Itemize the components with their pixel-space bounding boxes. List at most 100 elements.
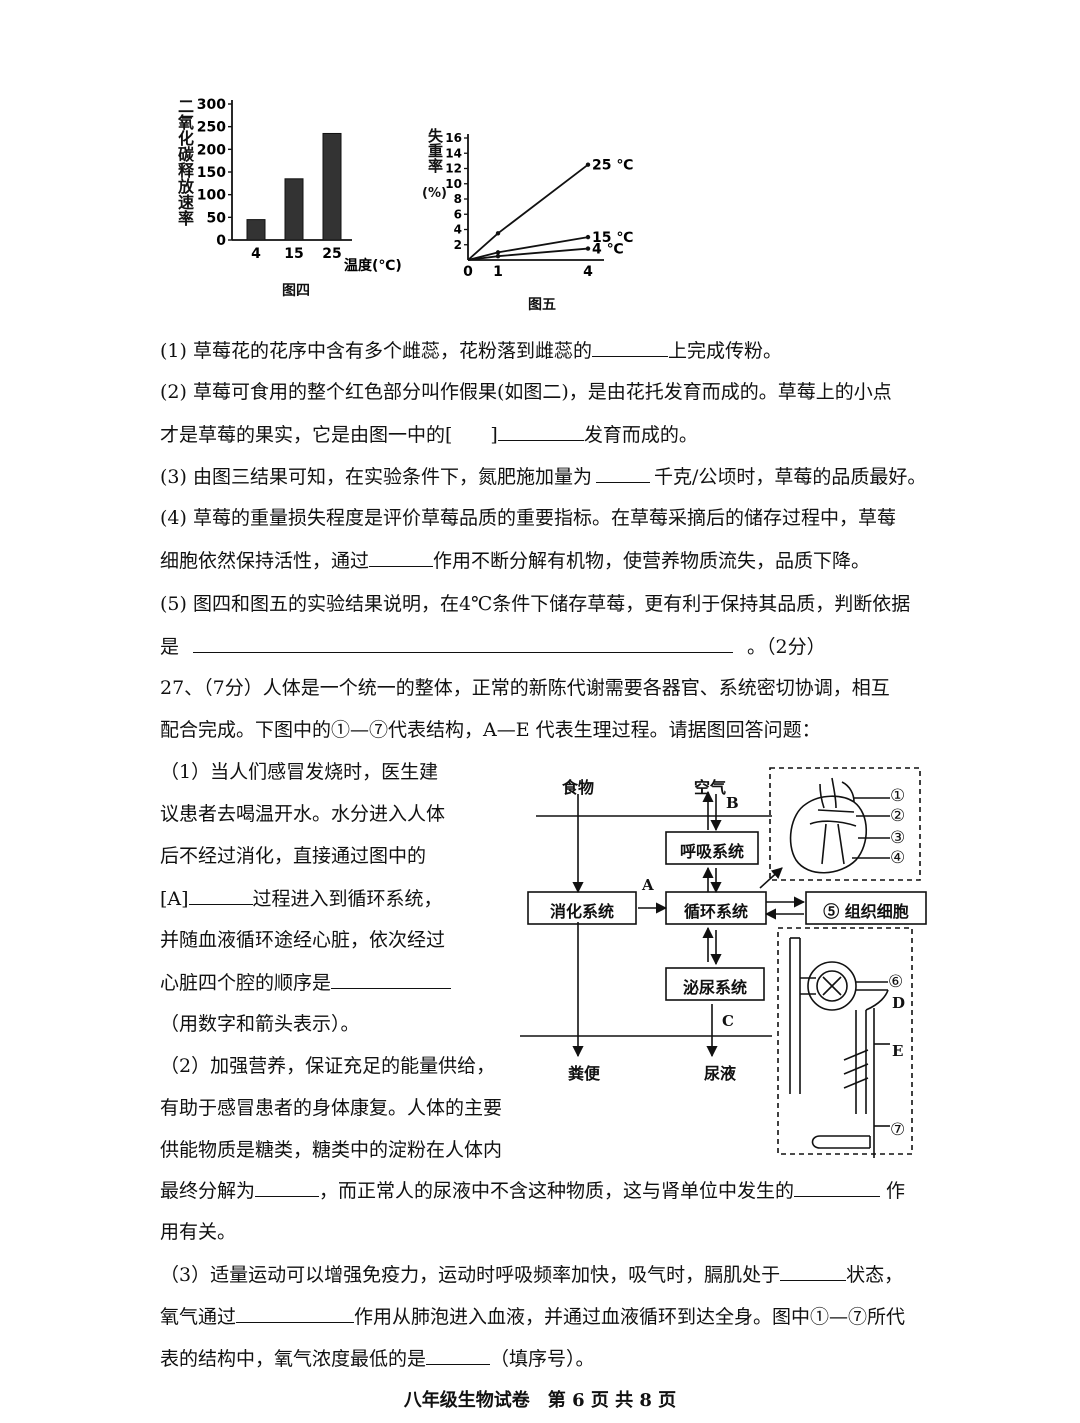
q27-2-line5: 用有关。 [160,1221,237,1243]
label-D: D [892,994,906,1012]
q26-5a: (5) 图四和图五的实验结果说明，在4℃条件下储存草莓，更有利于保持其品质，判断… [160,593,911,615]
fig5-ytick-label: 16 [445,131,462,145]
fig4-bar [284,178,304,241]
fig4-ytick-label: 0 [216,233,226,249]
q27-3-line1: （3）适量运动可以增强免疫力，运动时呼吸频率加快，吸气时，膈肌处于状态， [160,1262,904,1286]
physiology-diagram [520,767,927,1158]
q27-2-line4: 最终分解为，而正常人的尿液中不含这种物质，这与肾单位中发生的作 [160,1178,906,1202]
blank-q27-2a[interactable] [255,1178,320,1197]
label-7: ⑦ [890,1120,906,1140]
q26-2b: 才是草莓的果实，它是由图一中的[ ]发育而成的。 [160,422,698,446]
nephron-icon [789,937,890,1158]
q26-1: (1) 草莓花的花序中含有多个雌蕊，花粉落到雌蕊的上完成传粉。 [160,338,782,362]
label-air: 空气 [694,778,727,797]
q27-2-line1: （2）加强营养，保证充足的能量供给， [160,1055,496,1077]
blank-q26-3[interactable] [595,464,650,483]
box-tissue-cells: ⑤ 组织细胞 [823,902,909,921]
fig4-bar [246,219,266,241]
fig5-ytick-label: 6 [454,207,462,221]
q27-1-line3: 后不经过消化，直接通过图中的 [160,845,427,867]
q27-2-line3: 供能物质是糖类，糖类中的淀粉在人体内 [160,1139,503,1161]
box-circulatory: 循环系统 [683,902,748,921]
fig4-xtick-label: 15 [284,246,303,262]
fig4-xlabel: 温度(℃) [344,257,402,274]
label-1: ① [890,786,906,806]
label-B: B [726,794,739,812]
fig5-point [495,253,501,259]
q26-5b: 是。（2分） [160,634,826,658]
fig4-xtick-label: 25 [322,246,341,262]
fig5-point [585,234,591,240]
box-respiratory: 呼吸系统 [679,842,744,861]
label-6: ⑥ [888,972,904,992]
fig4-ytick-label: 50 [207,210,227,226]
blank-q26-4[interactable] [369,548,434,567]
blank-q27-1a[interactable] [188,886,253,905]
fig4-ylabel: 二氧化碳释放速率 [175,98,194,226]
label-C: C [722,1012,734,1030]
label-A: A [642,876,654,894]
fig5-series-line [467,247,589,261]
fig5-ytick-label: 14 [445,146,462,160]
blank-q27-1b[interactable] [331,970,452,989]
box-digestive: 消化系统 [549,902,614,921]
fig5-point [585,162,591,167]
blank-q26-2[interactable] [497,422,584,441]
label-E: E [892,1042,904,1060]
q27-intro-1: 27、（7分）人体是一个统一的整体，正常的新陈代谢需要各器官、系统密切协调，相互 [160,677,890,699]
fig4-ytick-label: 250 [197,120,226,136]
fig5-ylabel: 失重率 [426,128,444,173]
label-4: ④ [890,848,906,868]
blank-q27-2b[interactable] [794,1178,881,1197]
q27-3-line2: 氧气通过作用从肺泡进入血液，并通过血液循环到达全身。图中①—⑦所代 [160,1304,906,1328]
q27-3-line3: 表的结构中，氧气浓度最低的是（填序号）。 [160,1346,595,1370]
fig5-series-label: 15 ℃ [592,230,633,246]
fig4-xtick-label: 4 [251,246,261,262]
q27-2-line2: 有助于感冒患者的身体康复。人体的主要 [160,1097,503,1119]
fig5-ytick-label: 2 [454,238,462,252]
q27-1-line4: [A]过程进入到循环系统， [160,886,443,910]
blank-q26-1[interactable] [591,338,668,357]
fig5-point [585,246,591,251]
blank-q26-5[interactable] [193,634,734,653]
fig5-series-line [467,236,589,261]
q27-1-line1: （1）当人们感冒发烧时，医生建 [160,761,439,783]
q27-1-line7: （用数字和箭头表示）。 [160,1013,360,1035]
fig5-ytick-label: 8 [454,192,462,206]
fig4-ytick-label: 200 [197,142,226,158]
blank-q27-3a[interactable] [780,1262,847,1281]
q27-1-line5: 并随血液循环途经心脏，依次经过 [160,929,446,951]
page-footer: 八年级生物试卷 第 6 页 共 8 页 [403,1390,677,1411]
q26-3: (3) 由图三结果可知，在实验条件下，氮肥施加量为千克/公顷时，草莓的品质最好。 [160,464,927,488]
q27-1-line2: 议患者去喝温开水。水分进入人体 [160,803,446,825]
fig5-caption: 图五 [528,297,556,313]
q27-intro-2: 配合完成。下图中的①—⑦代表结构，A—E 代表生理过程。请据图回答问题： [160,719,821,741]
fig5-xtick-label: 1 [493,264,503,280]
label-food: 食物 [562,778,595,797]
fig5-ytick-label: 4 [454,223,462,237]
fig4-ytick-label: 150 [197,165,226,181]
fig5-series-line [467,163,589,261]
fig4-caption: 图四 [282,283,310,299]
label-3: ③ [890,828,906,848]
fig5-yunit: (%) [422,186,447,201]
fig5-ytick-label: 12 [445,162,462,176]
label-feces: 粪便 [568,1064,601,1083]
q26-4a: (4) 草莓的重量损失程度是评价草莓品质的重要指标。在草莓采摘后的储存过程中，草… [160,507,896,529]
fig5-point [495,250,501,255]
fig5-series-label: 25 ℃ [592,158,633,174]
fig4-ytick-label: 300 [197,97,226,113]
fig5-xtick-label: 0 [463,264,473,280]
box-urinary: 泌尿系统 [682,978,747,997]
fig5-xtick-label: 4 [583,264,593,280]
fig5-ytick-label: 10 [445,177,462,191]
blank-q27-3c[interactable] [426,1346,491,1365]
q26-2a: (2) 草莓可食用的整个红色部分叫作假果(如图二)，是由花托发育而成的。草莓上的… [160,381,892,403]
fig4-bar [322,132,342,241]
q27-1-line6: 心脏四个腔的顺序是 [160,970,452,995]
blank-q27-3b[interactable] [236,1304,355,1323]
fig5-point [495,231,501,236]
